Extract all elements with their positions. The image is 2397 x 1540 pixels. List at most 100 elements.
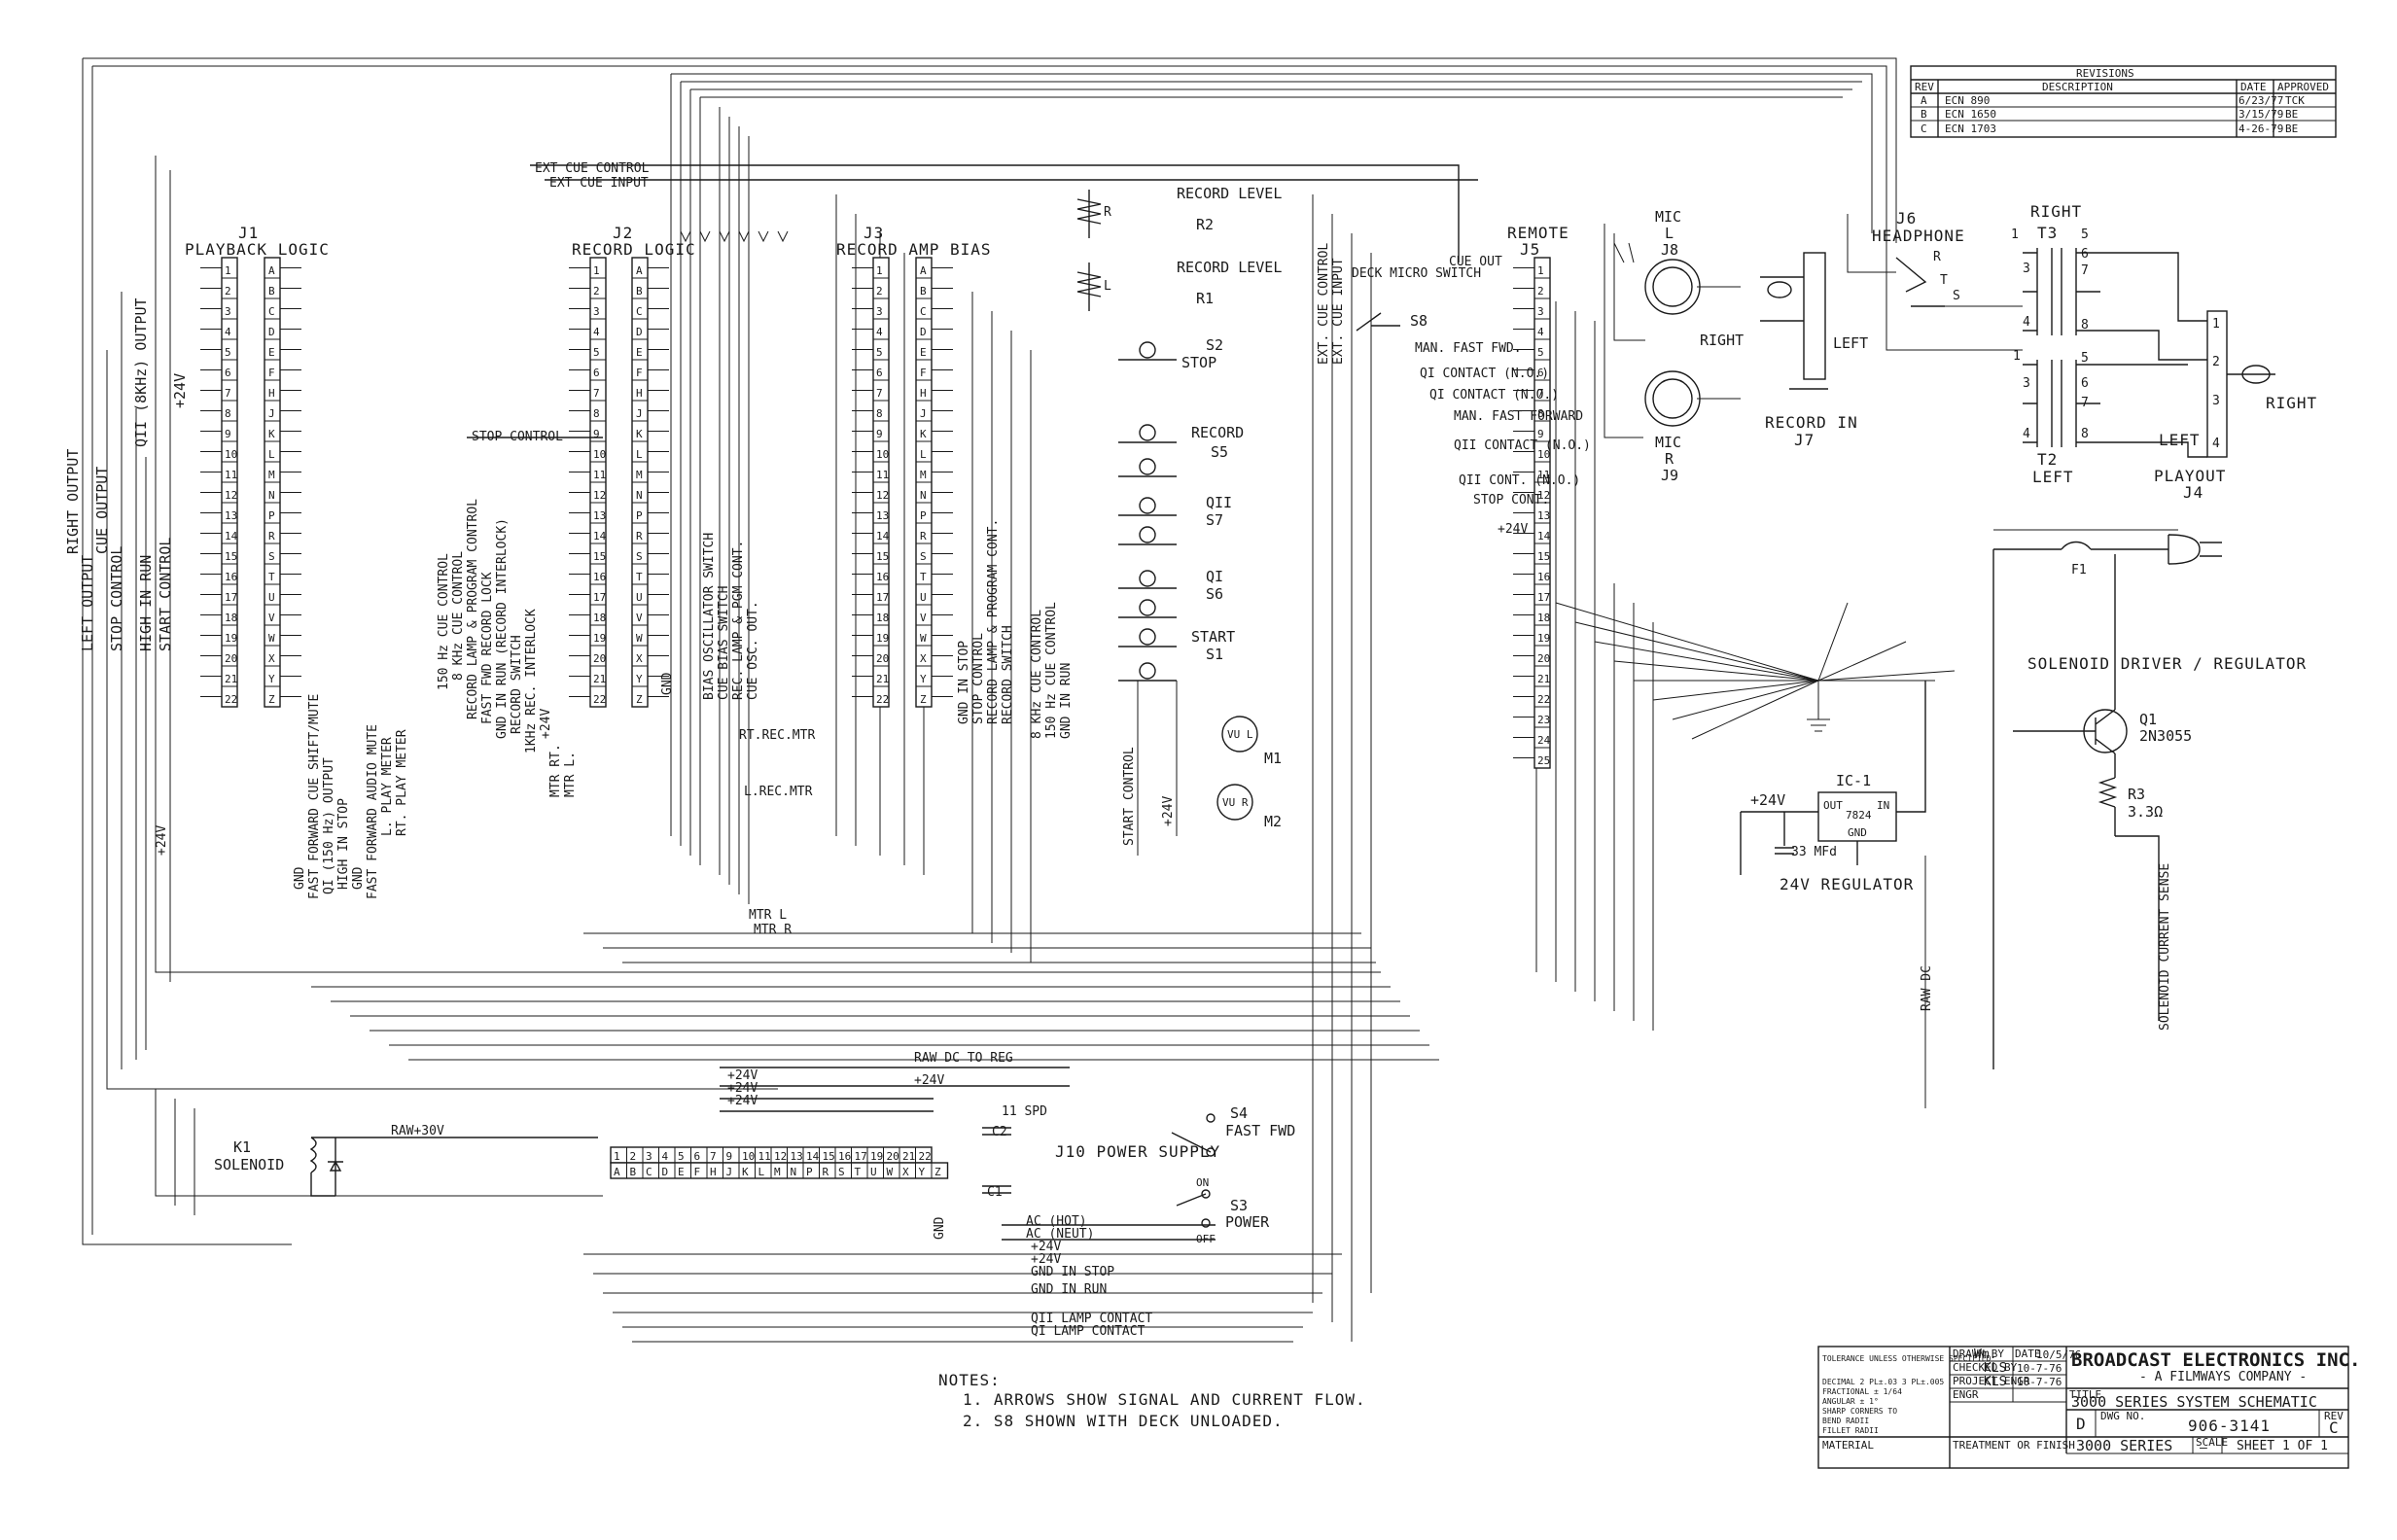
j2-pin-2: 2: [593, 285, 600, 298]
s7-label: QII: [1206, 494, 1232, 511]
s2-label: STOP: [1181, 354, 1216, 371]
j1-pin-12: 12: [225, 489, 237, 502]
ext-cue-input-v: EXT. CUE INPUT: [1331, 258, 1346, 365]
wire-l-rec-mtr: L.REC.MTR: [744, 785, 813, 799]
solenoid-driver: SOLENOID DRIVER / REGULATOR Q1 2N3055 R3…: [2013, 554, 2306, 1031]
s7-ref: S7: [1206, 511, 1223, 529]
switch-s4[interactable]: S4 FAST FWD: [1171, 1104, 1295, 1157]
j8-mic: MIC: [1655, 208, 1681, 226]
switch-s1[interactable]: START S1: [1118, 628, 1235, 682]
t2-p1: 1: [2013, 349, 2021, 364]
j10-pin-W: W: [887, 1166, 894, 1178]
mic-j9: MIC R J9: [1644, 370, 1701, 484]
s5-label: RECORD: [1191, 424, 1244, 441]
j2-sig-cue-bias: CUE BIAS SWITCH: [717, 586, 731, 700]
j10-pin-11: 11: [758, 1150, 771, 1163]
switch-s2[interactable]: S2 STOP: [1118, 336, 1223, 371]
j10-pin-21: 21: [902, 1150, 915, 1163]
t2-p7: 7: [2081, 396, 2089, 410]
j3-sig-gnd-stop: GND IN STOP: [957, 641, 971, 724]
switch-s6[interactable]: QI S6: [1118, 568, 1223, 618]
j2-pin-16: 16: [593, 571, 606, 583]
j10-pin-F: F: [694, 1166, 701, 1178]
j3-pin-T: T: [920, 571, 927, 583]
j1-bottom-ff-audio: FAST FORWARD AUDIO MUTE: [366, 724, 380, 899]
signal-high-in-run: HIGH IN RUN: [137, 555, 155, 651]
j2-pin-Y: Y: [636, 673, 643, 685]
j3-pin-19: 19: [876, 632, 889, 645]
j2-pin-M: M: [636, 469, 643, 481]
j1-pin-3: 3: [225, 305, 231, 318]
j2-pin-9: 9: [593, 428, 600, 440]
j10-pin-K: K: [742, 1166, 749, 1178]
j2-pin-strip: 12345678910111213141516171819202122ABCDE…: [569, 257, 669, 708]
m1-label: VU L: [1227, 728, 1253, 741]
j2-sig-mtr-rt: MTR RT.: [548, 744, 563, 797]
j2-sig-ff-lock: FAST FWD RECORD LOCK: [480, 572, 495, 724]
j5-pin-3: 3: [1537, 305, 1544, 318]
engr-label: ENGR: [1953, 1388, 1979, 1401]
t2-p4: 4: [2023, 427, 2030, 441]
revisions-col-description: DESCRIPTION: [2042, 81, 2113, 93]
revisions-col-rev: REV: [1915, 81, 1934, 93]
j2-sig-gnd-run: GND IN RUN (RECORD INTERLOCK): [495, 518, 510, 739]
scale-label: SCALE: [2196, 1436, 2228, 1449]
drawn-date: 10/5/76: [2036, 1348, 2081, 1361]
j2-pin-A: A: [636, 264, 643, 277]
j10-pin-D: D: [662, 1166, 669, 1178]
s3-label: POWER: [1225, 1213, 1270, 1231]
switch-s7[interactable]: QII S7: [1118, 494, 1232, 545]
j3-pin-21: 21: [876, 673, 889, 685]
j3-pin-15: 15: [876, 550, 889, 563]
j1-pin-H: H: [268, 387, 275, 400]
signal-plus24v-j1: +24V: [171, 373, 189, 408]
rev-c-desc: ECN 1703: [1945, 122, 1996, 135]
j1-pin-1: 1: [225, 264, 231, 277]
j2-pin-K: K: [636, 428, 643, 440]
company-subsidiary: - A FILMWAYS COMPANY -: [2139, 1370, 2307, 1384]
j5-pin-16: 16: [1537, 571, 1550, 583]
j9-mic: MIC: [1655, 434, 1681, 451]
drawn-value: Wm.: [1974, 1348, 1996, 1362]
j4-p2: 2: [2212, 355, 2220, 369]
j3-pin-17: 17: [876, 591, 889, 604]
j3-pin-20: 20: [876, 652, 889, 665]
j1-pin-F: F: [268, 367, 275, 379]
s1-label: START: [1191, 628, 1235, 646]
rev-a-desc: ECN 890: [1945, 94, 1990, 107]
k1-ref: K1: [233, 1138, 251, 1156]
j7-ref: J7: [1794, 431, 1815, 449]
j1-bottom-24v: +24V: [155, 825, 169, 856]
j9-side: R: [1665, 450, 1674, 468]
project-date: 10-7-76: [2017, 1376, 2062, 1388]
j2-pin-17: 17: [593, 591, 606, 604]
r3-ref: R3: [2128, 786, 2145, 803]
j10-pin-7: 7: [710, 1150, 717, 1163]
j5-pin-2: 2: [1537, 285, 1544, 298]
meter-m1: VU L M1: [1221, 716, 1282, 767]
q1-part: 2N3055: [2139, 727, 2192, 745]
signal-stop-control: STOP CONTROL: [108, 546, 125, 651]
signal-qii-output: QII (8KHz) OUTPUT: [132, 298, 150, 447]
j10-pin-4: 4: [662, 1150, 669, 1163]
j3-pin-U: U: [920, 591, 927, 604]
j2-pin-10: 10: [593, 448, 606, 461]
m1-ref: M1: [1264, 750, 1282, 767]
s3-on: ON: [1196, 1176, 1209, 1189]
project-label: PROJECT ENGR: [1953, 1375, 2030, 1387]
rev-value: C: [2329, 1418, 2340, 1437]
j2-sig-bias-osc: BIAS OSCILLATOR SWITCH: [702, 533, 717, 700]
j5-pin-8: 8: [1537, 407, 1544, 420]
j10-pin-T: T: [855, 1166, 862, 1178]
bus-wires: [82, 57, 1956, 1343]
remote-qii-contact: QII CONTACT (N.O.): [1454, 438, 1591, 453]
switch-s3[interactable]: ON OFF S3 POWER: [1176, 1176, 1270, 1245]
j5-pin-14: 14: [1537, 530, 1551, 542]
j2-pin-7: 7: [593, 387, 600, 400]
j1-pin-strip: 12345678910111213141516171819202122ABCDE…: [200, 257, 301, 708]
switch-s5[interactable]: RECORD S5: [1118, 424, 1244, 477]
notes-heading: NOTES:: [938, 1371, 1001, 1389]
s8-ref: S8: [1410, 312, 1428, 330]
j10-pin-E: E: [678, 1166, 685, 1178]
